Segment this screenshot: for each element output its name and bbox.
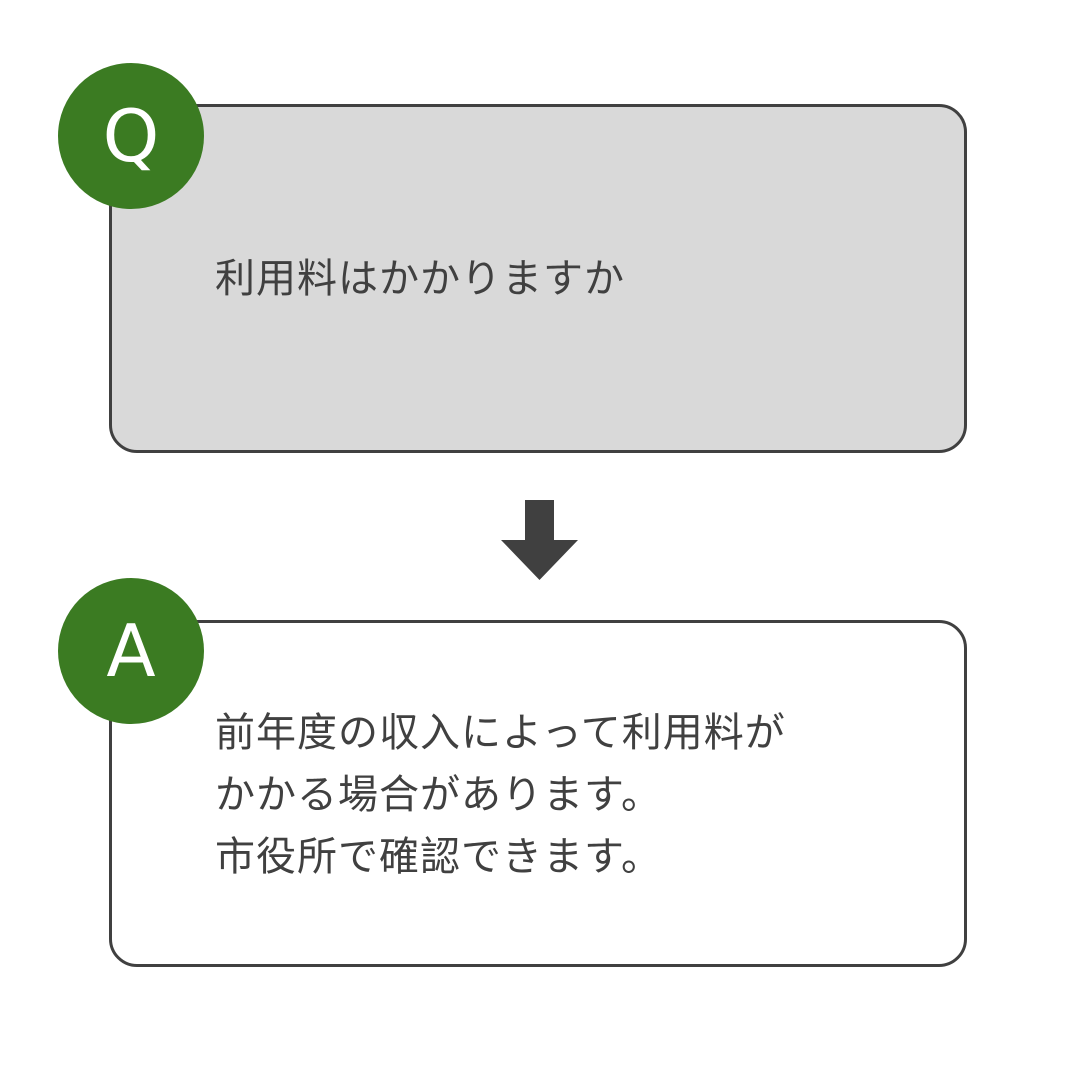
answer-badge-letter: A <box>106 609 156 693</box>
answer-line-3: 市役所で確認できます。 <box>215 834 662 880</box>
question-box <box>109 104 967 453</box>
answer-line-2: かかる場合があります。 <box>215 772 662 818</box>
arrow-down-icon <box>501 500 578 580</box>
answer-badge: A <box>58 578 204 724</box>
question-badge-letter: Q <box>102 94 160 178</box>
answer-text: 前年度の収入によって利用料が かかる場合があります。 市役所で確認できます。 <box>215 702 786 888</box>
question-text: 利用料はかかりますか <box>215 256 625 302</box>
answer-line-1: 前年度の収入によって利用料が <box>215 710 786 756</box>
question-badge: Q <box>58 63 204 209</box>
answer-box <box>109 620 967 967</box>
